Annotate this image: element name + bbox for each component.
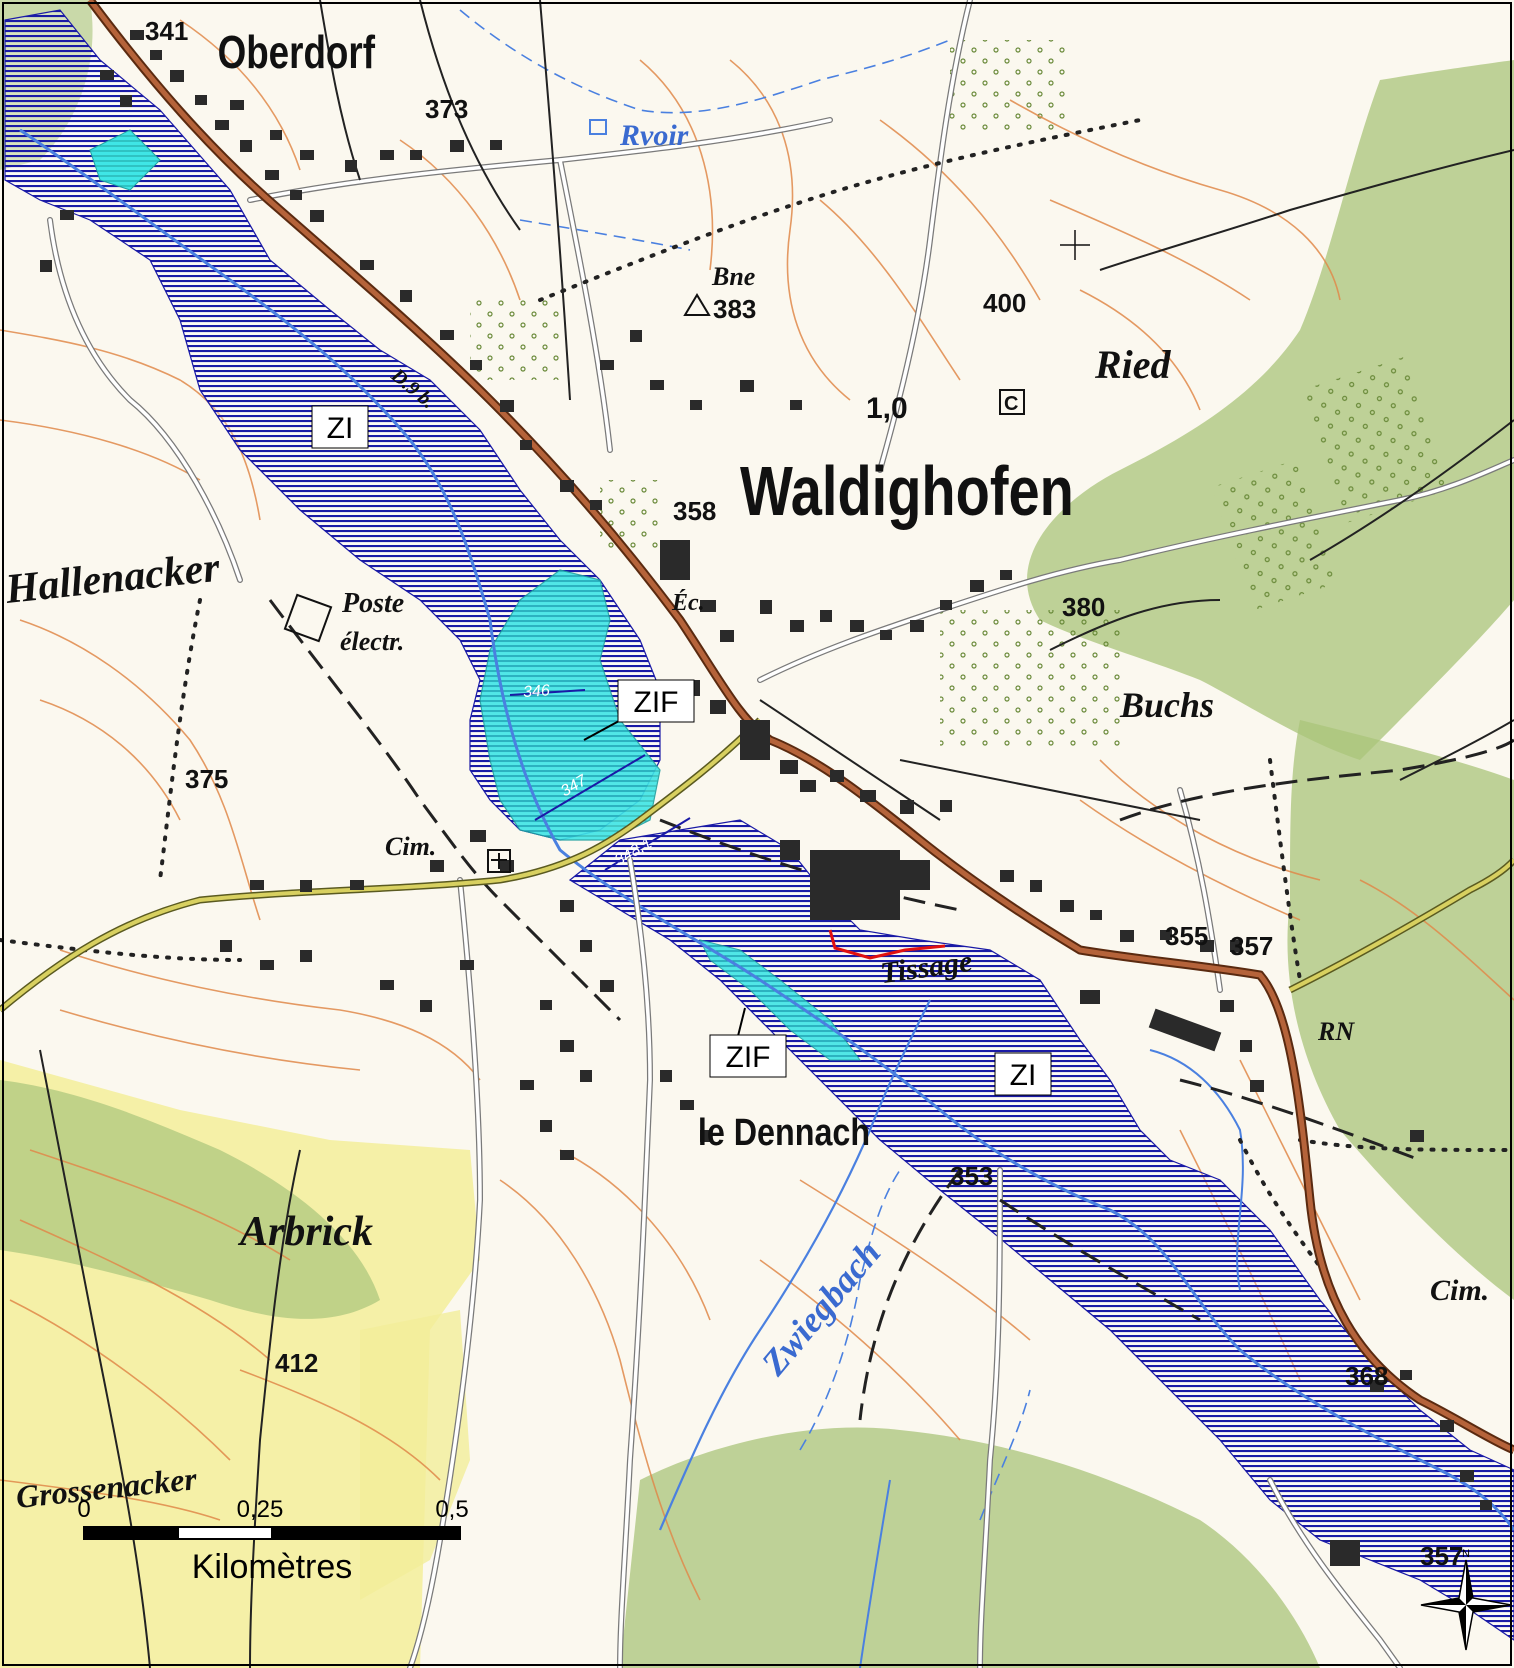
spot-heights: 341 373 383 400 358 380 375 355 357 353 … bbox=[145, 16, 1463, 1571]
label-le-dennach: le Dennach bbox=[698, 1112, 870, 1154]
label-poste: Poste bbox=[341, 588, 404, 619]
reservoir-icon bbox=[589, 119, 607, 135]
scale-tick-025: 0,25 bbox=[237, 1496, 284, 1523]
label-oberdorf: Oberdorf bbox=[218, 26, 375, 78]
place-labels: Oberdorf Waldighofen Hallenacker Poste é… bbox=[2, 26, 1489, 1515]
scale-unit: Kilomètres bbox=[192, 1548, 353, 1586]
map-symbols bbox=[283, 119, 1090, 873]
spot-height: 375 bbox=[185, 764, 228, 794]
label-waldighofen: Waldighofen bbox=[740, 453, 1074, 530]
spot-height: 368 bbox=[1345, 1361, 1388, 1391]
label-ried: Ried bbox=[1094, 342, 1172, 387]
rivers bbox=[19, 128, 1514, 1668]
spot-height: 380 bbox=[1062, 592, 1105, 622]
flood-zone-zif-top-patch[interactable] bbox=[89, 129, 161, 191]
spot-height: 357 bbox=[1420, 1541, 1463, 1571]
north-arrow-icon: N bbox=[1420, 1548, 1512, 1651]
label-buchs: Buchs bbox=[1119, 685, 1214, 725]
label-electr: électr. bbox=[340, 627, 404, 656]
spot-height: 357 bbox=[1230, 931, 1273, 961]
spot-height: 412 bbox=[275, 1348, 318, 1378]
north-label: N bbox=[1462, 1548, 1470, 1560]
zone-labels: ZI ZIF ZIF ZI bbox=[311, 405, 1052, 1096]
power-station-icon bbox=[283, 593, 333, 643]
label-1-0: 1,0 bbox=[866, 392, 908, 425]
spot-height: 353 bbox=[950, 1161, 993, 1191]
spot-height: 355 bbox=[1165, 921, 1208, 951]
spot-height: 341 bbox=[145, 16, 188, 46]
cross-icon bbox=[1060, 230, 1090, 260]
chapel-icon bbox=[999, 389, 1025, 415]
label-ec: Éc. bbox=[671, 590, 705, 616]
tracks bbox=[39, 0, 1514, 1668]
label-bne: Bne bbox=[711, 262, 755, 291]
spot-height: 400 bbox=[983, 288, 1026, 318]
dotted-boundaries bbox=[0, 118, 1514, 1282]
railway-dashed bbox=[268, 599, 1514, 1421]
scale-bar: 0 0,25 0,5 Kilomètres bbox=[77, 1496, 468, 1586]
flood-zone-zif-lower[interactable] bbox=[699, 939, 861, 1061]
buildings bbox=[40, 30, 1492, 1566]
scale-tick-0: 0 bbox=[77, 1496, 90, 1523]
scale-tick-05: 0,5 bbox=[435, 1496, 468, 1523]
spot-height: 358 bbox=[673, 496, 716, 526]
label-c: C bbox=[1004, 393, 1018, 415]
spot-height: 383 bbox=[713, 294, 756, 324]
label-zi-lower: ZI bbox=[1010, 1059, 1037, 1092]
label-rvoir: Rvoir bbox=[619, 119, 689, 152]
red-limit-line bbox=[828, 929, 946, 960]
road-secondary-east-fill bbox=[1289, 858, 1514, 992]
flood-isolines bbox=[509, 689, 691, 871]
label-cim-right: Cim. bbox=[1430, 1274, 1489, 1307]
label-cim-left: Cim. bbox=[385, 832, 436, 861]
spot-height: 373 bbox=[425, 94, 468, 124]
label-zi-upper: ZI bbox=[327, 412, 354, 445]
label-zif-lower: ZIF bbox=[726, 1041, 771, 1074]
cemetery-icon bbox=[487, 849, 511, 873]
label-rn: RN bbox=[1317, 1017, 1355, 1046]
intermittent-streams bbox=[459, 9, 1031, 1521]
road-main-fill bbox=[88, 0, 1514, 1453]
label-zif-upper: ZIF bbox=[634, 686, 679, 719]
road-secondary-fill bbox=[0, 718, 762, 1012]
label-arbrick: Arbrick bbox=[237, 1209, 373, 1255]
flood-elev-346: 346 bbox=[523, 682, 551, 701]
orchard-areas bbox=[470, 40, 1449, 750]
triangulation-icon bbox=[683, 293, 711, 316]
